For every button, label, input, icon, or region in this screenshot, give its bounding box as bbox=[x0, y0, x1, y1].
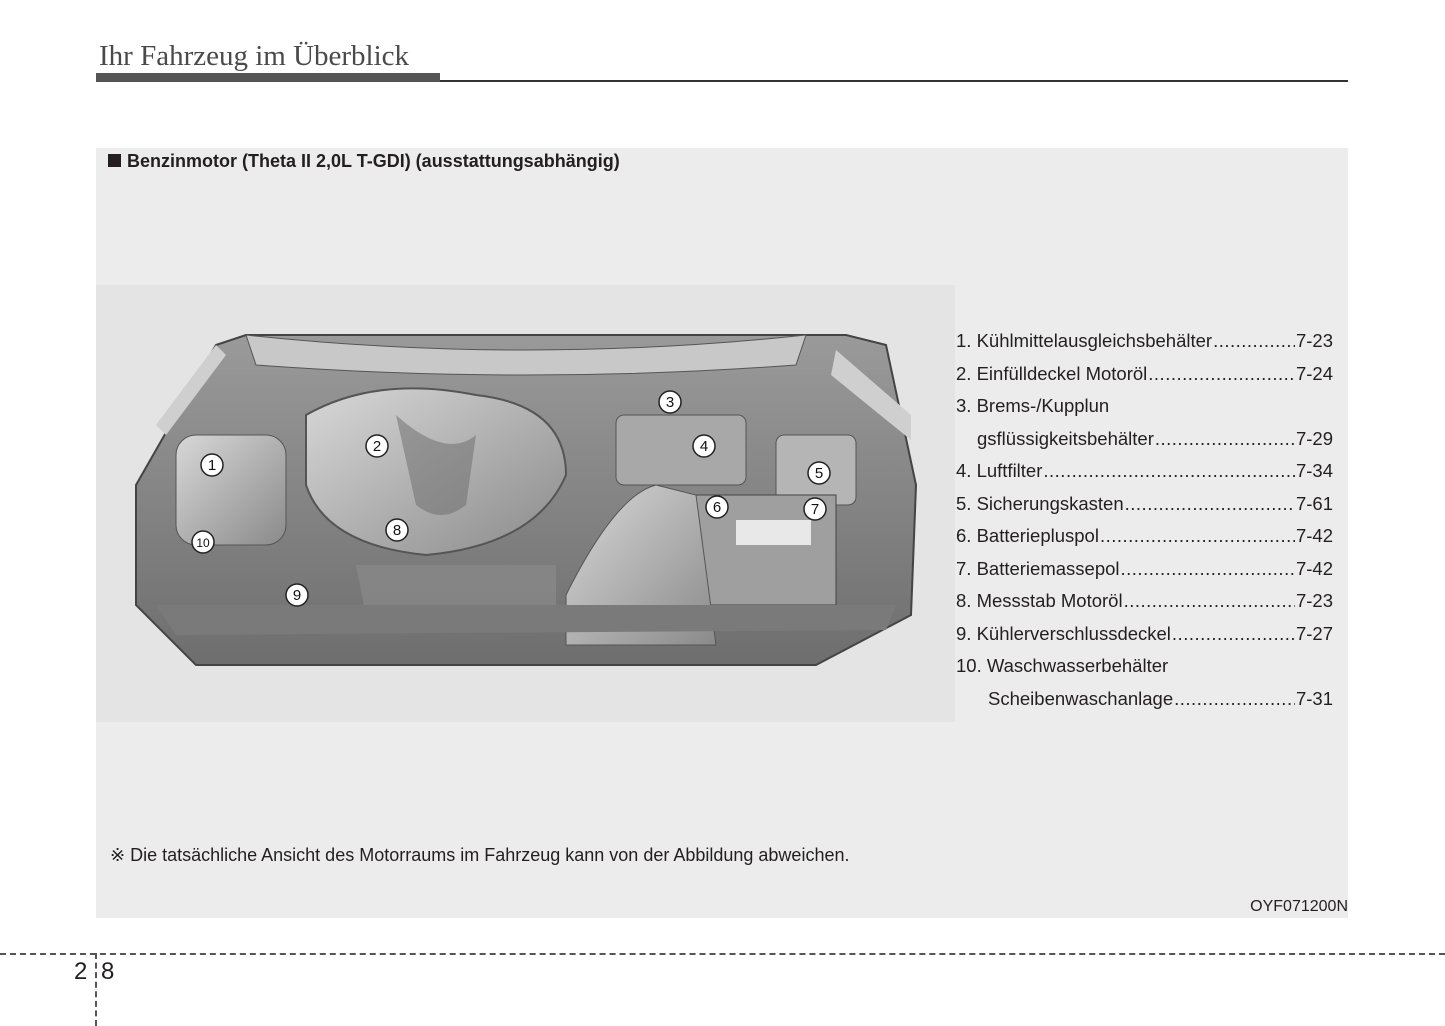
item-number: 3. bbox=[956, 395, 972, 416]
engine-bay-illustration: 1 2 3 4 5 6 7 8 9 10 bbox=[96, 285, 955, 722]
header-rule-thin bbox=[440, 80, 1348, 82]
item-number: 5. bbox=[956, 492, 972, 514]
item-label: Kühlmittelausgleichsbehälter bbox=[976, 330, 1213, 351]
legend-item: 9. Kühlerverschlussdeckel 7-27 bbox=[956, 623, 1333, 656]
item-number: 10. bbox=[956, 655, 982, 676]
legend-item: 5. Sicherungskasten 7-61 bbox=[956, 493, 1333, 526]
callout-7: 7 bbox=[811, 501, 819, 518]
illustration-disclaimer: ※ Die tatsächliche Ansicht des Motorraum… bbox=[110, 845, 850, 865]
leader-dots bbox=[1155, 428, 1295, 450]
callout-10: 10 bbox=[196, 536, 210, 550]
square-bullet-icon bbox=[108, 154, 121, 167]
item-label: Batteriemassepol bbox=[976, 557, 1120, 579]
item-page-ref: 7-42 bbox=[1295, 557, 1333, 579]
leader-dots bbox=[1172, 623, 1295, 645]
item-label: Batteriepluspol bbox=[976, 525, 1099, 546]
item-label-continued: Scheibenwaschanlage bbox=[988, 687, 1174, 709]
item-page-ref: 7-29 bbox=[1295, 427, 1333, 449]
legend-item: 3. Brems-/Kupplun gsflüssigkeitsbehälter… bbox=[956, 395, 1333, 460]
legend-item: 1. Kühlmittelausgleichsbehälter 7-23 bbox=[956, 330, 1333, 363]
legend-item: 6. Batteriepluspol 7-42 bbox=[956, 525, 1333, 558]
legend-item: 2. Einfülldeckel Motoröl 7-24 bbox=[956, 363, 1333, 396]
item-number: 9. bbox=[956, 622, 972, 644]
leader-dots bbox=[1125, 493, 1295, 515]
callout-8: 8 bbox=[393, 522, 401, 539]
section-title: Benzinmotor (Theta II 2,0L T-GDI) (ausst… bbox=[127, 151, 620, 171]
item-label: Einfülldeckel Motoröl bbox=[976, 362, 1148, 384]
item-number: 6. bbox=[956, 525, 972, 546]
item-number: 4. bbox=[956, 460, 972, 481]
callout-2: 2 bbox=[373, 438, 381, 455]
item-number: 1. bbox=[956, 330, 972, 351]
leader-dots bbox=[1124, 590, 1295, 612]
callout-9: 9 bbox=[293, 587, 301, 604]
leader-dots bbox=[1148, 363, 1295, 385]
callout-6: 6 bbox=[713, 499, 721, 516]
page-header-title: Ihr Fahrzeug im Überblick bbox=[99, 40, 410, 72]
figure-code: OYF071200N bbox=[1250, 898, 1348, 915]
callout-1: 1 bbox=[208, 457, 216, 474]
item-label: Luftfilter bbox=[976, 460, 1043, 481]
callout-4: 4 bbox=[700, 438, 708, 455]
page-number: 8 bbox=[101, 958, 115, 985]
item-page-ref: 7-61 bbox=[1295, 492, 1333, 514]
item-number: 7. bbox=[956, 557, 972, 579]
callout-3: 3 bbox=[666, 394, 674, 411]
page-number-divider bbox=[95, 953, 97, 1026]
item-page-ref: 7-42 bbox=[1295, 525, 1333, 546]
item-label: Messstab Motoröl bbox=[976, 590, 1123, 611]
section-heading: Benzinmotor (Theta II 2,0L T-GDI) (ausst… bbox=[108, 151, 620, 172]
item-number: 2. bbox=[956, 362, 972, 384]
footer-divider bbox=[0, 953, 1445, 955]
legend-item: 4. Luftfilter 7-34 bbox=[956, 460, 1333, 493]
item-page-ref: 7-31 bbox=[1295, 687, 1333, 709]
item-label: Kühlerverschlussdeckel bbox=[976, 622, 1171, 644]
item-label-continued: gsflüssigkeitsbehälter bbox=[977, 427, 1154, 449]
item-label: Waschwasserbehälter bbox=[986, 655, 1169, 676]
component-legend: 1. Kühlmittelausgleichsbehälter 7-23 2. E… bbox=[956, 330, 1333, 720]
leader-dots bbox=[1213, 330, 1295, 352]
chapter-number: 2 bbox=[74, 958, 88, 985]
item-number: 8. bbox=[956, 590, 972, 611]
leader-dots bbox=[1043, 460, 1295, 482]
callout-5: 5 bbox=[815, 465, 823, 482]
item-page-ref: 7-23 bbox=[1295, 330, 1333, 351]
item-page-ref: 7-34 bbox=[1295, 460, 1333, 481]
legend-item: 7. Batteriemassepol 7-42 bbox=[956, 558, 1333, 591]
legend-item: 8. Messstab Motoröl 7-23 bbox=[956, 590, 1333, 623]
leader-dots bbox=[1174, 688, 1295, 710]
legend-item: 10. Waschwasserbehälter Scheibenwaschanl… bbox=[956, 655, 1333, 720]
item-label: Sicherungskasten bbox=[976, 492, 1124, 514]
item-page-ref: 7-27 bbox=[1295, 622, 1333, 644]
item-page-ref: 7-24 bbox=[1295, 362, 1333, 384]
leader-dots bbox=[1100, 525, 1295, 547]
leader-dots bbox=[1121, 558, 1295, 580]
callout-1-marker bbox=[200, 453, 224, 477]
item-page-ref: 7-23 bbox=[1295, 590, 1333, 611]
item-label: Brems-/Kupplun bbox=[976, 395, 1110, 416]
header-rule-thick bbox=[96, 73, 440, 82]
